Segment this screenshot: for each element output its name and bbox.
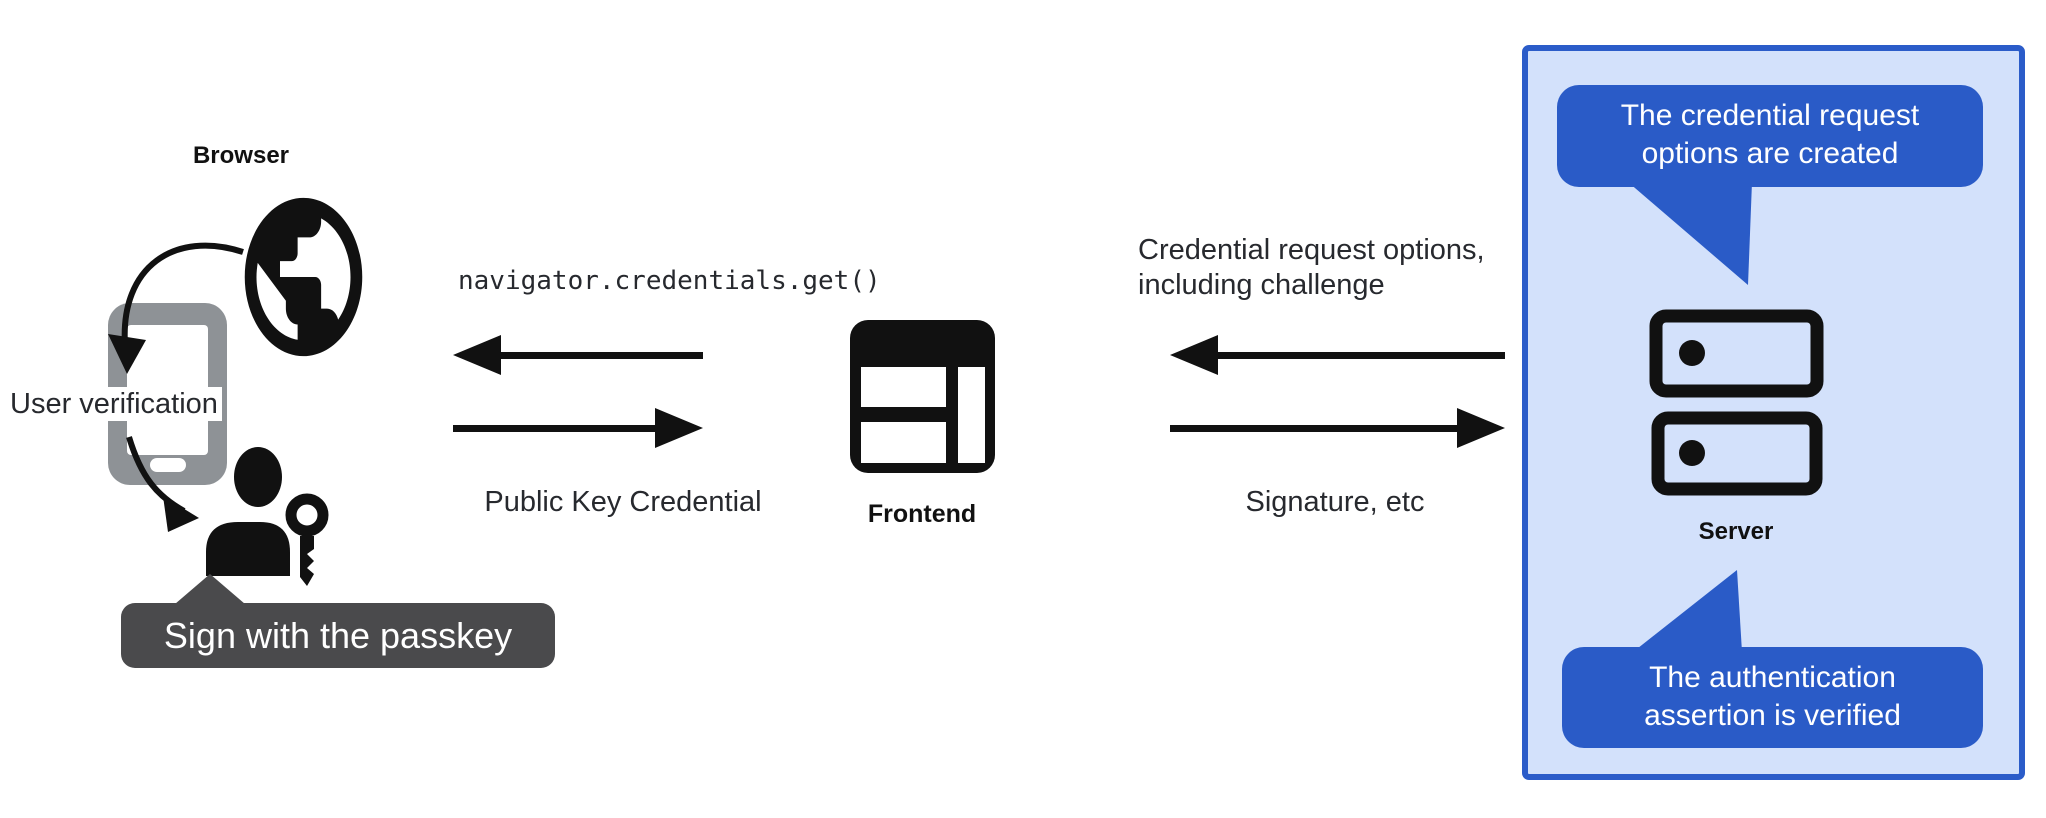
arrow-icon [453,408,703,448]
passkey-tooltip: Sign with the passkey [163,615,513,656]
arrow-icon [108,242,244,374]
credential-request-label: Credential request options, including ch… [1138,234,1485,301]
frontend-label: Frontend [867,500,977,528]
speech-bubble-icon [1562,570,1983,748]
server-label: Server [1698,518,1774,545]
server-icon [1649,309,1824,496]
arrow-icon [1170,408,1505,448]
arrow-icon [126,436,199,532]
user-verification-label: User verification [6,387,222,421]
signature-label: Signature, etc [1245,486,1425,518]
browser-window-icon [850,320,995,473]
tooltip-box [121,574,555,668]
browser-label: Browser [192,142,290,169]
arrow-icon [1170,335,1505,375]
key-icon [279,487,335,595]
speech-bubble-icon [1557,85,1983,285]
bubble-bottom-text: The authentication assertion is verified [1644,661,1901,732]
public-key-credential-label: Public Key Credential [484,486,762,518]
person-icon [206,447,290,576]
globe-icon [244,197,363,357]
api-call-label: navigator.credentials.get() [458,266,881,296]
bubble-top-text: The credential request options are creat… [1620,99,1920,170]
arrow-icon [453,335,703,375]
